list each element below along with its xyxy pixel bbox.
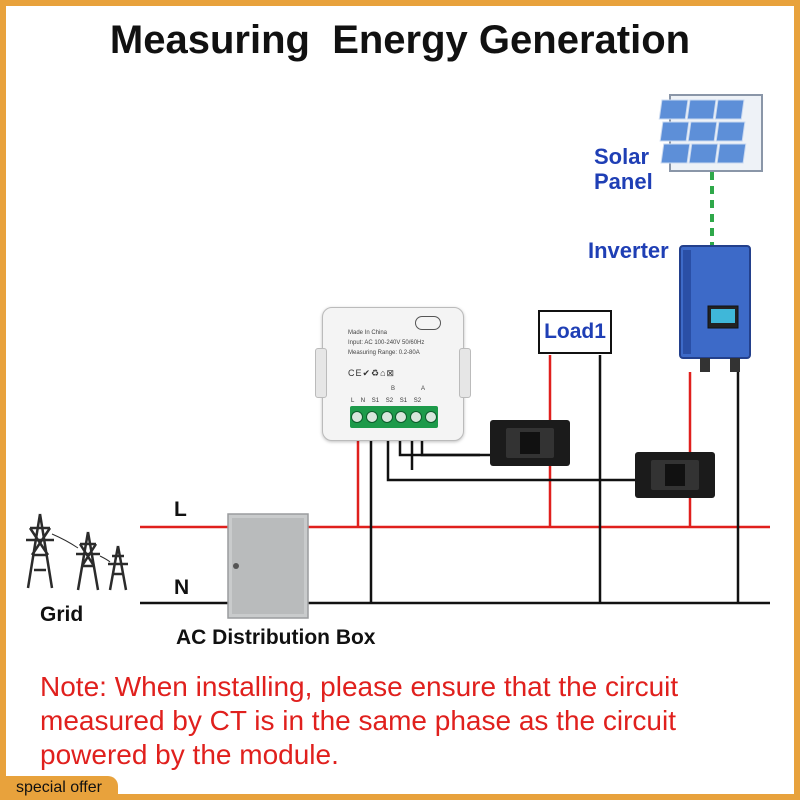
terminal-screw [380, 411, 393, 423]
energy-meter-module: Made In China Input: AC 100-240V 50/60Hz… [315, 307, 471, 441]
group-b-label: B [391, 386, 396, 392]
terminal-screw [365, 411, 378, 423]
module-input-spec: Input: AC 100-240V 50/60Hz [348, 340, 425, 346]
live-line-label: L [174, 498, 187, 521]
module-left-tab [315, 348, 327, 398]
neutral-wires [140, 355, 770, 605]
inverter-label: Inverter [588, 238, 669, 263]
terminal-screw [351, 411, 364, 423]
module-made-in: Made In China [348, 330, 388, 336]
ct-clamp-load [490, 420, 570, 466]
solar-panel-label-line2: Panel [594, 169, 653, 194]
solar-panel-icon [658, 94, 763, 172]
inverter-icon [679, 245, 751, 372]
terminal-labels: L N S1 S2 S1 S2 [351, 398, 422, 404]
module-button-icon [415, 316, 441, 330]
grid-pylons-icon [26, 513, 128, 591]
load1-label: Load1 [544, 320, 606, 343]
group-a-label: A [421, 386, 426, 392]
module-range-spec: Measuring Range: 0.2-80A [348, 350, 420, 356]
ct-clamp-inverter [635, 452, 715, 498]
load1-box: Load1 [538, 310, 612, 354]
solar-panel-label-line1: Solar [594, 144, 650, 169]
installation-note: Note: When installing, please ensure tha… [40, 670, 780, 772]
special-offer-badge: special offer [0, 776, 118, 800]
solar-panel-label: Solar Panel [594, 144, 653, 194]
module-right-tab [459, 348, 471, 398]
certification-marks: CE✔♻⌂⊠ [348, 368, 396, 378]
grid-label: Grid [40, 603, 84, 626]
ac-distribution-box-label: AC Distribution Box [176, 626, 376, 649]
terminal-screw [409, 411, 422, 423]
diagram-title: Measuring Energy Generation [109, 18, 691, 62]
note-body: When installing, please ensure that the … [40, 671, 679, 770]
terminal-block [350, 406, 438, 428]
terminal-screw [395, 411, 408, 423]
terminal-screw [424, 411, 437, 423]
note-lead: Note: [40, 671, 107, 702]
ac-distribution-box-icon [227, 513, 309, 619]
neutral-line-label: N [174, 576, 190, 599]
